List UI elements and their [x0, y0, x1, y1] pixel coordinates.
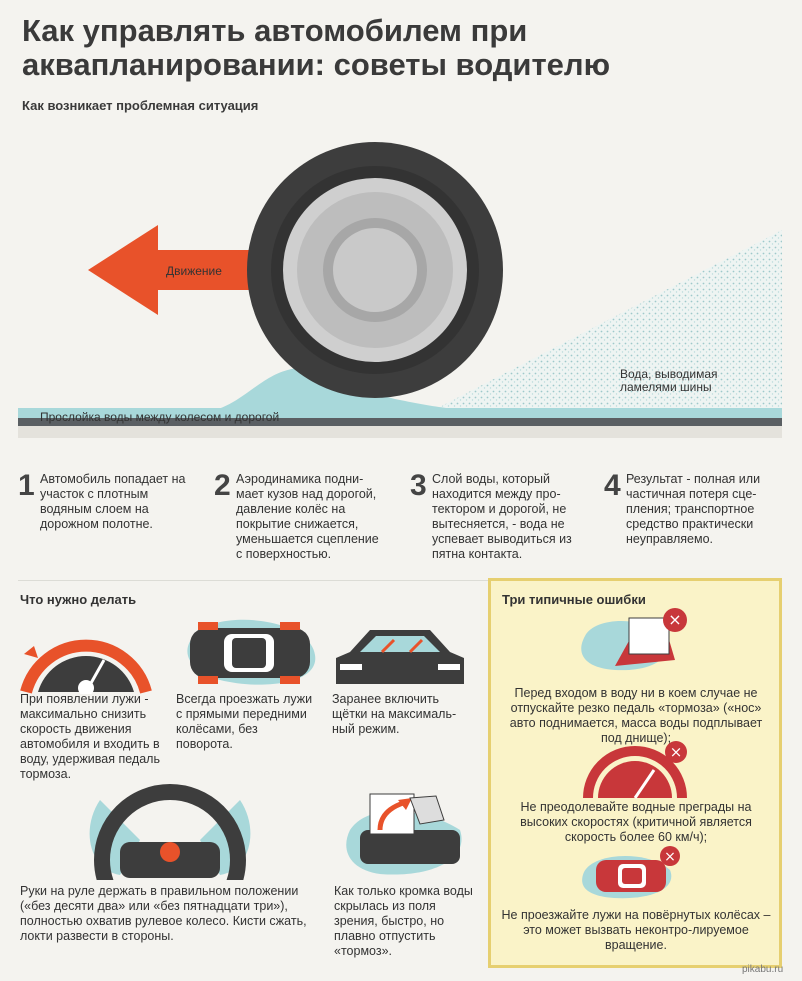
step-1: 1 Автомобиль попадает на участок с плотн…	[18, 469, 198, 562]
car-top-icon	[187, 619, 316, 685]
step-text: Аэродинамика подни-мает кузов над дорого…	[236, 472, 379, 561]
svg-text:×: ×	[668, 610, 681, 629]
step-4: 4 Результат - полная или частичная потер…	[604, 469, 784, 562]
speedometer-icon	[20, 639, 152, 694]
motion-arrow	[88, 225, 320, 315]
road-surface	[18, 418, 782, 426]
turned-wheels-icon: ×	[582, 846, 680, 899]
step-text: Результат - полная или частичная потеря …	[626, 472, 761, 546]
step-text: Слой воды, который находится между про-т…	[432, 472, 572, 561]
step-2: 2 Аэродинамика подни-мает кузов над доро…	[214, 469, 404, 562]
high-speed-icon: ×	[583, 741, 687, 799]
mistake-3: Не проезжайте лужи на повёрнутых колёсах…	[501, 908, 771, 952]
svg-text:×: ×	[664, 849, 676, 865]
layer-label: Прослойка воды между колесом и дорогой	[40, 410, 280, 424]
brake-pedal-icon	[346, 793, 462, 875]
page-title: Как управлять автомобилем при аквапланир…	[22, 13, 611, 82]
svg-text:×: ×	[670, 743, 683, 761]
tip-5: Как только кромка воды скрылась из поля …	[334, 884, 473, 958]
step-number: 3	[410, 469, 427, 502]
tip-2: Всегда проезжать лужи с прямыми передним…	[176, 692, 313, 751]
mistakes-title: Три типичные ошибки	[502, 592, 646, 607]
watermark: pikabu.ru	[742, 964, 784, 975]
tip-4: Руки на руле держать в правильном положе…	[20, 884, 307, 943]
water-label: Вода, выводимая ламелями шины	[620, 367, 718, 394]
section-subtitle: Как возникает проблемная ситуация	[22, 98, 259, 113]
mistake-2: Не преодолевайте водные преграды на высо…	[520, 800, 752, 844]
tire	[247, 142, 503, 398]
divider	[18, 580, 488, 581]
tip-1: При появлении лужи - максимально снизить…	[20, 692, 160, 781]
todo-title: Что нужно делать	[20, 592, 137, 607]
step-number: 1	[18, 469, 35, 502]
car-nose-up-icon: ×	[581, 608, 687, 671]
water-layer	[18, 408, 782, 418]
step-text: Автомобиль попадает на участок с плотным…	[40, 472, 186, 531]
wipers-icon	[336, 630, 464, 684]
step-number: 4	[604, 469, 621, 502]
arrow-label: Движение	[166, 264, 222, 278]
tip-3: Заранее включить щётки на максималь-ный …	[332, 692, 457, 736]
step-3: 3 Слой воды, который находится между про…	[410, 469, 590, 562]
steering-wheel-icon	[89, 784, 251, 880]
water-spray-shape	[430, 230, 782, 412]
step-number: 2	[214, 469, 231, 502]
hydroplaning-illustration	[18, 142, 782, 438]
mistake-1: Перед входом в воду ни в коем случае не …	[509, 686, 763, 745]
